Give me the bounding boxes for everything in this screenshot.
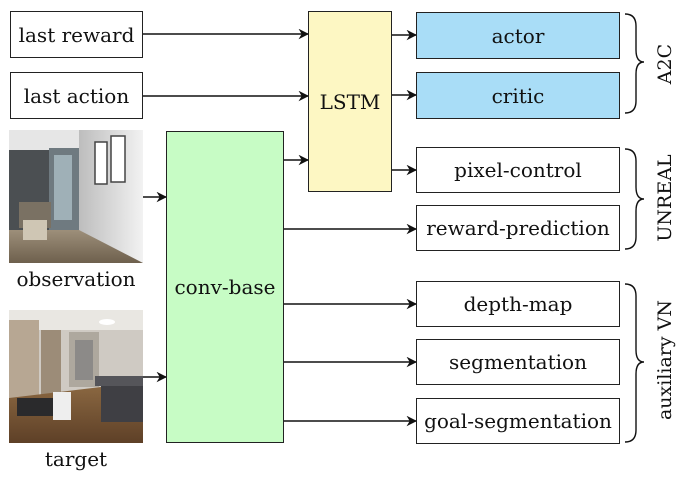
goal-segmentation-head: goal-segmentation	[416, 398, 620, 444]
brace-auxiliary	[624, 283, 645, 443]
reward-prediction-label: reward-prediction	[426, 216, 610, 240]
critic-head: critic	[416, 72, 620, 119]
brace-unreal	[624, 148, 645, 250]
segmentation-head: segmentation	[416, 339, 620, 385]
lstm-block: LSTM	[308, 11, 392, 192]
pixel-control-label: pixel-control	[454, 158, 582, 182]
brace-a2c	[624, 13, 645, 114]
target-caption: target	[44, 447, 108, 471]
reward-prediction-head: reward-prediction	[416, 205, 620, 251]
critic-label: critic	[491, 83, 545, 108]
unreal-group-label: UNREAL	[654, 154, 676, 242]
last-reward-label: last reward	[18, 22, 135, 47]
conv-base-block: conv-base	[166, 131, 284, 443]
last-action-label: last action	[23, 83, 130, 108]
a2c-group-label: A2C	[654, 43, 676, 85]
actor-head: actor	[416, 12, 620, 59]
auxiliary-vn-group-label: auxiliary VN	[654, 299, 676, 421]
target-image	[9, 310, 143, 443]
last-action-box: last action	[10, 72, 143, 119]
observation-image	[9, 130, 143, 263]
actor-label: actor	[491, 23, 545, 48]
conv-base-label: conv-base	[174, 275, 276, 299]
observation-caption: observation	[16, 267, 136, 291]
segmentation-label: segmentation	[449, 350, 587, 374]
goal-segmentation-label: goal-segmentation	[424, 409, 612, 433]
depth-map-head: depth-map	[416, 281, 620, 327]
lstm-label: LSTM	[319, 89, 381, 114]
depth-map-label: depth-map	[463, 292, 573, 316]
last-reward-box: last reward	[10, 11, 143, 58]
pixel-control-head: pixel-control	[416, 147, 620, 193]
